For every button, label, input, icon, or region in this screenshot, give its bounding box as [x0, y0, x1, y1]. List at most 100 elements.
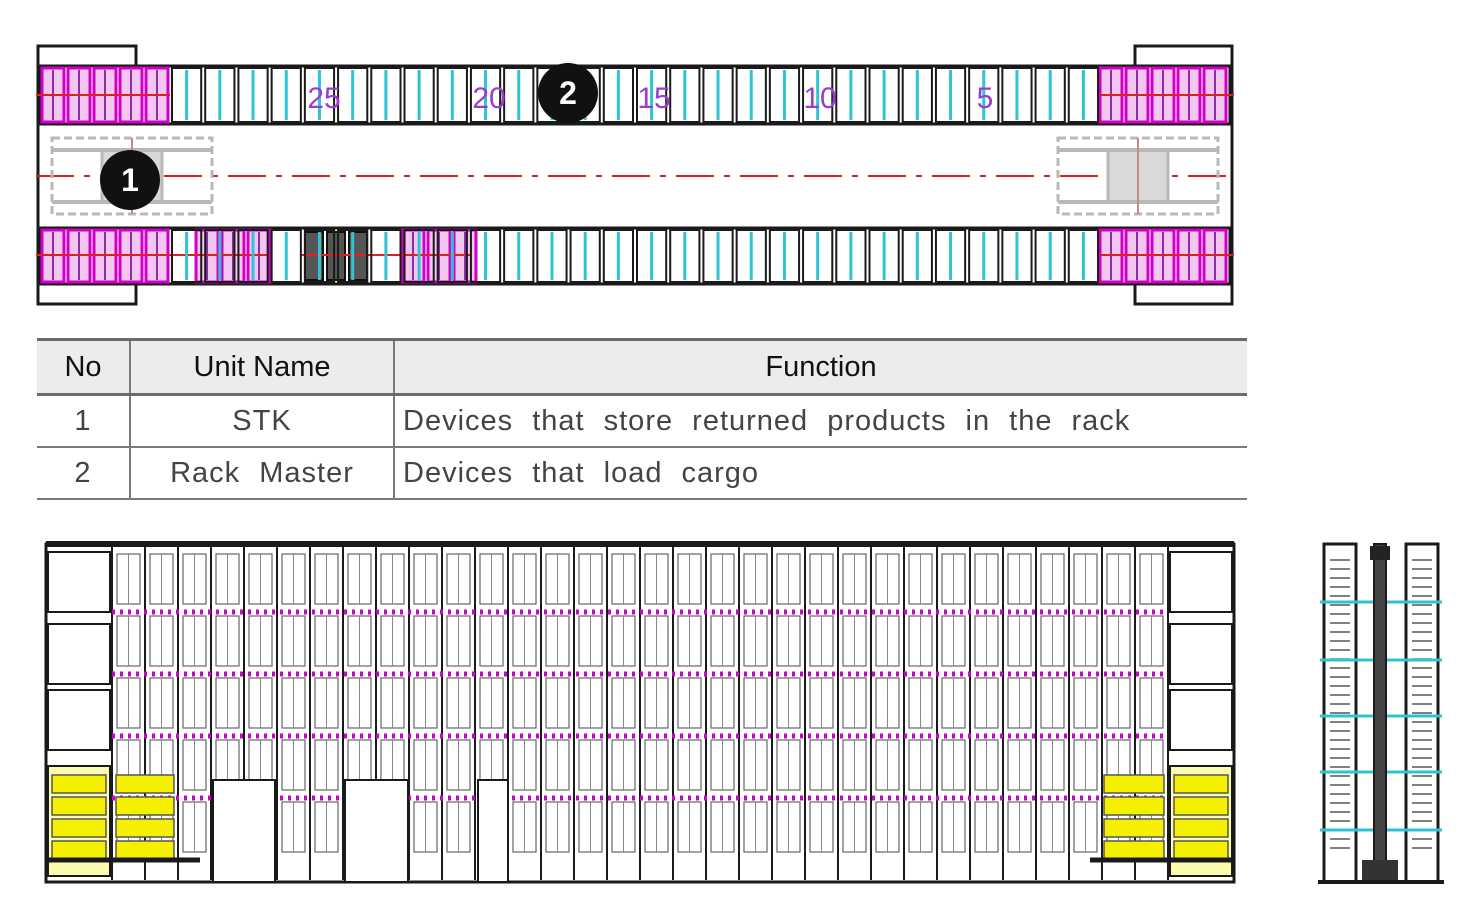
column-header-no: No	[37, 338, 130, 396]
cell-unit-name: Rack Master	[129, 447, 394, 500]
rack-cell	[503, 229, 535, 283]
rack-cell	[1001, 229, 1033, 283]
doorway-opening	[477, 779, 509, 883]
svg-text:25: 25	[307, 82, 340, 115]
rack-cell	[1067, 229, 1100, 283]
rack-cell	[835, 229, 867, 283]
rack-cell	[934, 229, 967, 283]
rack-cell	[270, 67, 302, 123]
rack-cell	[171, 67, 203, 123]
bay-number-20: 20	[472, 82, 505, 115]
conveyor-unit	[1103, 796, 1165, 816]
column-header-unit-name: Unit Name	[129, 338, 394, 396]
column-header-function: Function	[393, 338, 1247, 396]
rack-cell	[868, 229, 900, 283]
rack-cell	[237, 229, 269, 283]
cell-no: 2	[37, 447, 130, 500]
conveyor-unit	[51, 840, 107, 860]
table-row: 1 STK Devices that store returned produc…	[37, 394, 1247, 448]
rack-cell	[469, 229, 502, 283]
conveyor-unit	[1103, 818, 1165, 838]
svg-text:1: 1	[121, 162, 139, 198]
conveyor-unit	[1173, 818, 1229, 838]
doorway-opening	[212, 779, 276, 883]
crane-top	[1370, 546, 1390, 560]
rack-cell	[503, 67, 535, 123]
rack-cell	[802, 67, 834, 123]
conveyor-unit	[1103, 840, 1165, 860]
rack-cell	[868, 67, 900, 123]
conveyor-unit	[51, 796, 107, 816]
rack-cell	[569, 229, 601, 283]
rack-cell	[735, 229, 767, 283]
bay-number-15: 15	[637, 82, 670, 115]
rack-cell	[669, 67, 701, 123]
conveyor-unit	[51, 818, 107, 838]
svg-text:5: 5	[977, 82, 994, 115]
rack-cell	[934, 67, 967, 123]
rack-cell	[237, 67, 269, 123]
rack-cell	[835, 67, 867, 123]
bay-number-25: 25	[307, 82, 340, 115]
warehouse-side-elevation	[1318, 542, 1444, 884]
end-panel	[1169, 623, 1233, 685]
cell-function: Devices that load cargo	[393, 447, 1247, 500]
rack-cell	[1034, 67, 1066, 123]
rack-cell	[768, 229, 801, 283]
rack-cell	[602, 229, 634, 283]
rack-cell	[901, 229, 933, 283]
rack-cell	[1034, 229, 1066, 283]
cell-function: Devices that store returned products in …	[393, 394, 1247, 448]
unit-table: No Unit Name Function 1 STK Devices that…	[37, 338, 1247, 500]
rack-cell	[802, 229, 834, 283]
rack-cell	[303, 67, 336, 123]
conveyor-unit	[51, 774, 107, 794]
rack-cell	[469, 67, 502, 123]
rack-cell	[735, 67, 767, 123]
cell-unit-name: STK	[129, 394, 394, 448]
rack-cell	[370, 229, 402, 283]
svg-text:20: 20	[472, 82, 505, 115]
end-panel	[1169, 689, 1233, 751]
conveyor-unit	[115, 818, 175, 838]
rack-cell	[968, 229, 1000, 283]
end-panel	[47, 689, 111, 751]
rack-cell	[403, 67, 435, 123]
conveyor-unit	[1173, 796, 1229, 816]
svg-text:10: 10	[803, 82, 836, 115]
rack-cell	[901, 67, 933, 123]
rack-cell	[204, 67, 236, 123]
end-panel	[1169, 551, 1233, 613]
rack-cell	[768, 67, 801, 123]
rack-cell	[702, 67, 734, 123]
crane-mast	[1373, 543, 1387, 875]
crane-base	[1362, 860, 1398, 882]
rack-cell	[403, 229, 435, 283]
stk-crane-right	[1056, 136, 1220, 216]
rack-cell	[337, 229, 369, 283]
conveyor-unit	[115, 796, 175, 816]
rack-cell	[702, 229, 734, 283]
rack-cell	[337, 67, 369, 123]
conveyor-unit	[1173, 774, 1229, 794]
conveyor-unit	[115, 774, 175, 794]
end-panel	[47, 551, 111, 613]
rack-cell	[436, 67, 468, 123]
lower-rack-row	[171, 229, 1100, 283]
conveyor-unit	[1173, 840, 1229, 860]
rack-cell	[171, 229, 203, 283]
callout-2-rack-master: 2	[538, 63, 598, 123]
table-row: 2 Rack Master Devices that load cargo	[37, 447, 1247, 500]
rack-cell	[1001, 67, 1033, 123]
svg-text:2: 2	[559, 75, 577, 111]
callout-1-stk: 1	[100, 150, 160, 210]
rack-cell	[436, 229, 468, 283]
rack-cell	[270, 229, 302, 283]
conveyor-unit	[115, 840, 175, 860]
table-header-row: No Unit Name Function	[37, 338, 1247, 396]
upper-rack-row	[171, 67, 1100, 123]
rack-cell	[602, 67, 634, 123]
rack-cell	[1067, 67, 1100, 123]
rack-cell	[370, 67, 402, 123]
warehouse-plan-view: 25 20 15 10 5 1 2	[36, 44, 1236, 306]
